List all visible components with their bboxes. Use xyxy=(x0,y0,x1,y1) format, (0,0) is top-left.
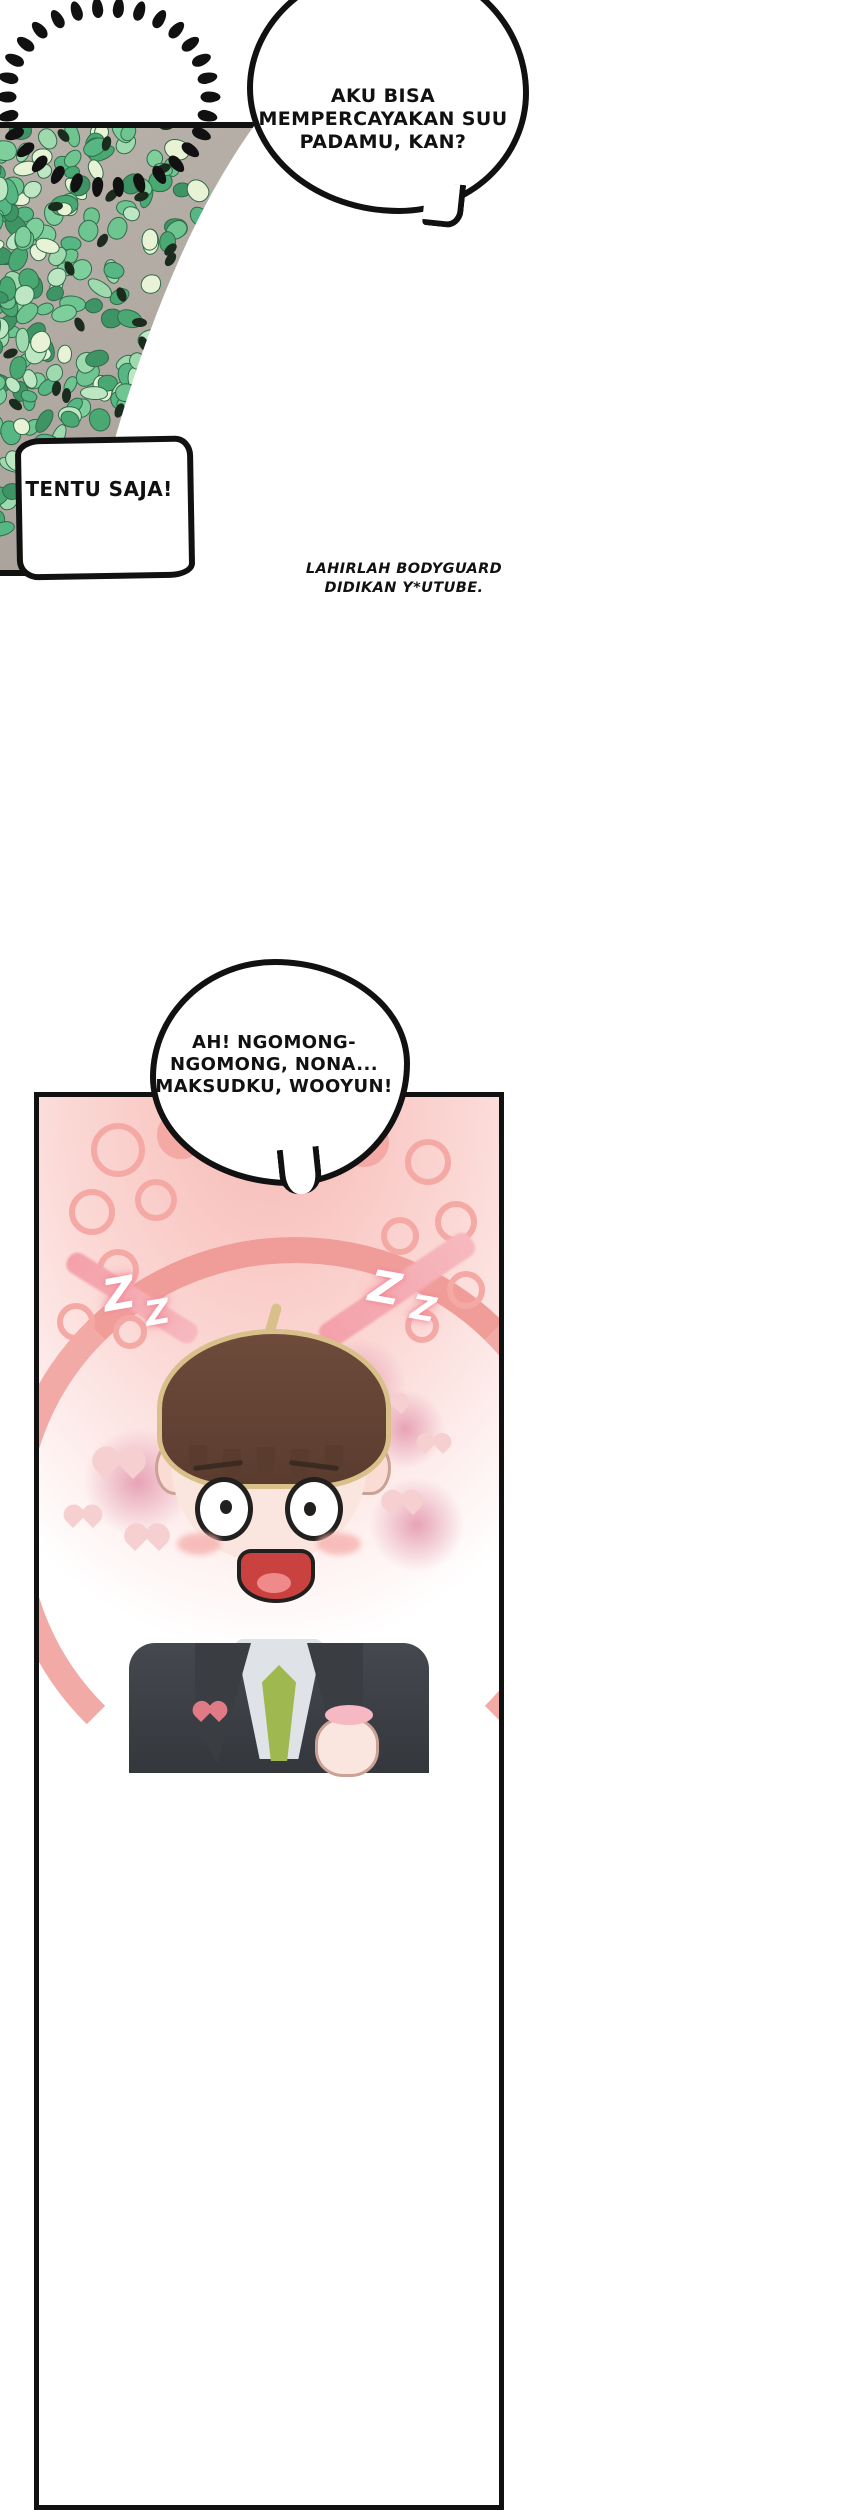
bokeh-circle xyxy=(381,1217,419,1255)
bubble-text-line: AH! NGOMONG- xyxy=(152,1032,396,1054)
heart-icon xyxy=(73,1509,93,1528)
thought-bubble-spike xyxy=(14,34,37,55)
thought-bubble-spike xyxy=(197,108,219,123)
bubble-text-line: AKU BISA xyxy=(252,85,514,108)
bokeh-circle xyxy=(91,1123,145,1177)
dark-berry xyxy=(72,316,87,333)
bubble-text-line: PADAMU, KAN? xyxy=(252,131,514,154)
character-hand xyxy=(315,1717,379,1777)
bubble-text-line: MEMPERCAYAKAN SUU xyxy=(252,108,514,131)
character-blush-right xyxy=(317,1533,361,1555)
leaf xyxy=(13,417,30,435)
thought-bubble-spike xyxy=(131,0,148,22)
character-eye-right xyxy=(285,1477,343,1541)
dark-berry xyxy=(51,381,62,397)
character-pupil xyxy=(220,1500,232,1514)
thought-bubble-spike xyxy=(91,0,104,18)
bokeh-circle xyxy=(447,1271,485,1309)
thought-bubble-spike xyxy=(149,8,169,31)
bubble-text-line: DIDIKAN Y*UTUBE. xyxy=(300,579,508,598)
panel-pink-scene: Z Z Z Z xyxy=(34,1092,504,2510)
bokeh-circle xyxy=(57,1303,95,1341)
character-blush-left xyxy=(177,1533,221,1555)
thought-bubble-spike xyxy=(0,92,16,103)
thought-bubble-spike xyxy=(0,71,19,86)
bokeh-circle xyxy=(69,1189,115,1235)
thought-bubble-spike xyxy=(200,92,220,103)
thought-bubble-spike xyxy=(47,8,67,31)
thought-bubble-spike xyxy=(29,19,51,41)
speech-bubble-2-text: TENTU SAJA! xyxy=(16,477,182,501)
leaf xyxy=(138,271,162,295)
hair-fringe xyxy=(257,1447,275,1475)
speech-bubble-2 xyxy=(15,435,195,580)
thought-bubble-spike xyxy=(190,51,213,69)
bubble-text-line: LAHIRLAH BODYGUARD xyxy=(300,560,508,579)
bubble-text-line: NGOMONG, NONA... xyxy=(152,1054,396,1076)
dark-berry xyxy=(132,317,148,327)
leaf xyxy=(82,296,104,316)
dark-berry xyxy=(159,122,175,131)
thought-bubble-spike xyxy=(179,34,202,55)
character-pupil xyxy=(304,1502,316,1516)
thought-bubble-spike xyxy=(3,51,26,69)
suit-heart-pin xyxy=(201,1705,219,1722)
bokeh-circle xyxy=(405,1139,451,1185)
character-eye-left xyxy=(195,1477,253,1541)
character-tongue xyxy=(257,1573,291,1593)
thought-bubble-spike xyxy=(197,71,219,86)
thought-bubble-spike xyxy=(68,0,85,22)
thought-bubble-spike xyxy=(112,0,125,18)
bokeh-circle xyxy=(135,1179,177,1221)
leaf xyxy=(55,343,74,366)
pink-bow xyxy=(325,1705,373,1725)
leaf xyxy=(0,520,16,539)
character-mouth xyxy=(237,1549,315,1603)
bubble-text-line: MAKSUDKU, WOOYUN! xyxy=(152,1076,396,1098)
character-boy xyxy=(129,1313,429,1753)
bubble-text-line: TENTU SAJA! xyxy=(16,477,182,501)
thought-bubble-spike xyxy=(0,108,19,123)
speech-bubble-4-text: AH! NGOMONG-NGOMONG, NONA...MAKSUDKU, WO… xyxy=(152,1032,396,1098)
thought-bubble-spike xyxy=(165,19,187,41)
